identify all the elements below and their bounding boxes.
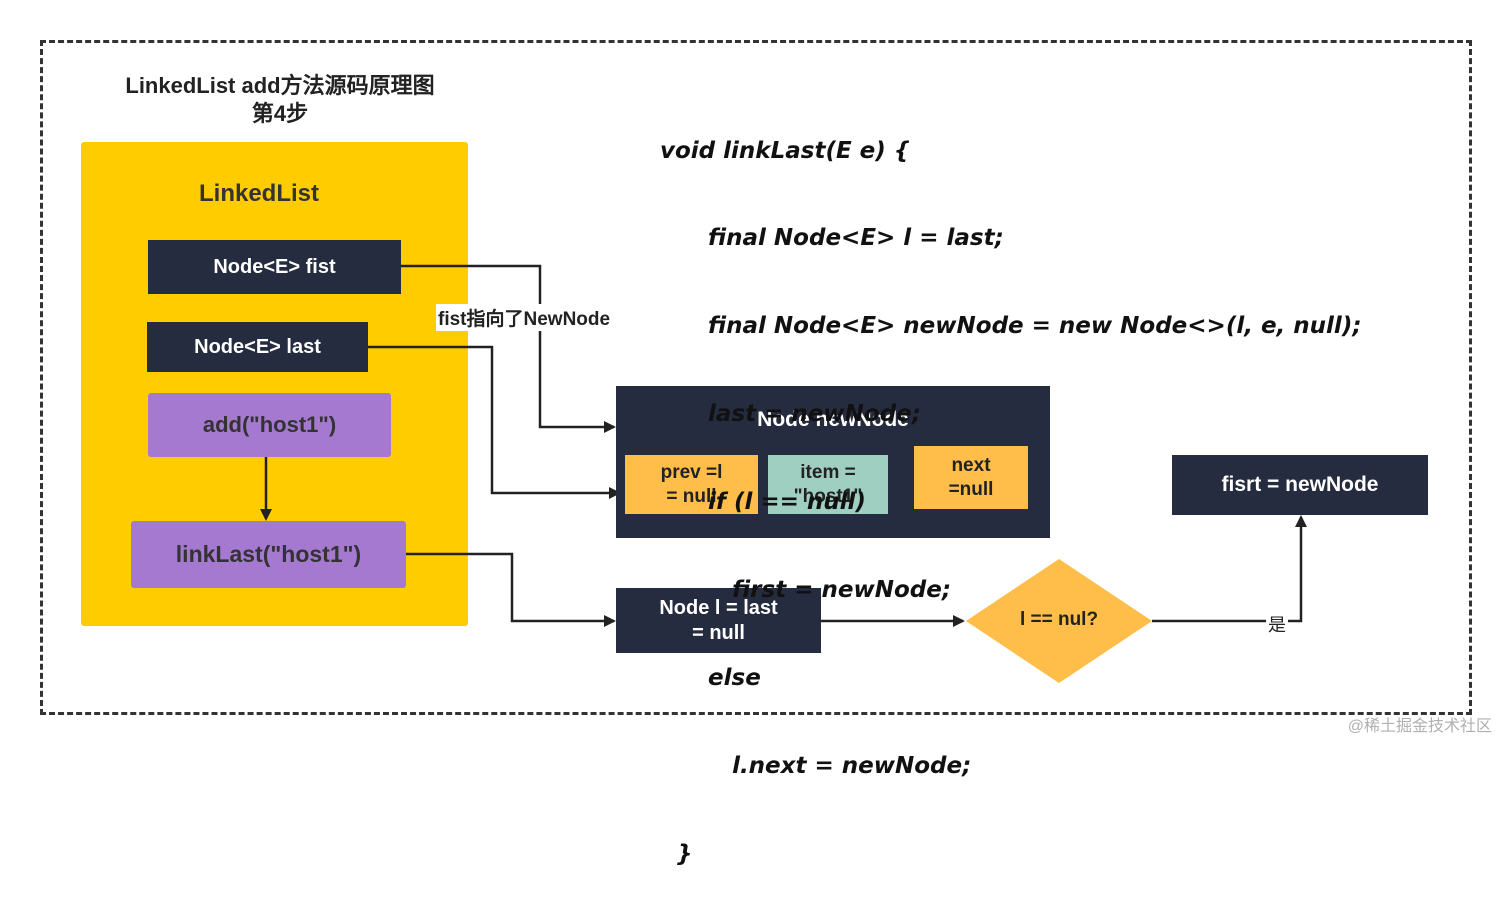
item-field-line1: item = [800,461,856,483]
code-line: if (l == null) [660,489,866,516]
newnode-title: Node newNode [757,408,909,431]
next-field-line2: =null [948,478,994,500]
code-line: last = newNode; [660,401,921,428]
watermark: @稀土掘金技术社区 [1347,718,1492,735]
prev-field-box: prev =l = null [625,455,758,514]
code-line: final Node<E> l = last; [660,225,1004,252]
edge-linklast-to-local-l [406,552,616,627]
code-line: else [660,664,761,691]
result-box: fisrt = newNode [1172,455,1428,515]
diagram-title: LinkedList add方法源码原理图 第4步 [60,72,500,128]
code-block: void linkLast(E e) { final Node<E> l = l… [660,78,1380,898]
edge-yes-label: 是 [1266,611,1288,637]
local-l-box: Node l = last = null [616,588,821,653]
edge-fist-label: fist指向了NewNode [436,304,613,331]
diagram-frame [40,40,1472,715]
code-line: final Node<E> newNode = new Node<>(l, e,… [660,313,1362,340]
code-line: void linkLast(E e) { [660,137,911,164]
decision-label: l == nul? [1019,609,1099,630]
edge-decision-to-result [1152,515,1307,623]
linklast-call-box: linkLast("host1") [131,521,406,588]
code-line: first = newNode; [660,577,952,604]
add-call-box: add("host1") [148,393,391,457]
local-l-line2: = null [692,621,745,644]
edge-fist-to-newnode [401,264,616,433]
prev-field-line2: = null [666,485,717,507]
node-last-box: Node<E> last [147,322,368,372]
prev-field-line1: prev =l [660,461,723,483]
code-line: l.next = newNode; [660,752,972,779]
code-line: } [660,840,693,867]
item-field-box: item = "host1" [768,455,888,514]
next-field-box: next =null [914,446,1028,509]
local-l-line1: Node l = last [659,596,778,619]
next-field-line1: next [951,454,991,476]
decision-diamond [966,559,1152,683]
linkedlist-panel-title: LinkedList [198,180,319,207]
node-fist-box: Node<E> fist [148,240,401,294]
title-line-2: 第4步 [251,101,309,126]
edge-last-to-prev [368,345,621,499]
title-line-1: LinkedList add方法源码原理图 [125,73,435,98]
connector-lines [260,264,1307,683]
item-field-line2: "host1" [793,485,863,507]
